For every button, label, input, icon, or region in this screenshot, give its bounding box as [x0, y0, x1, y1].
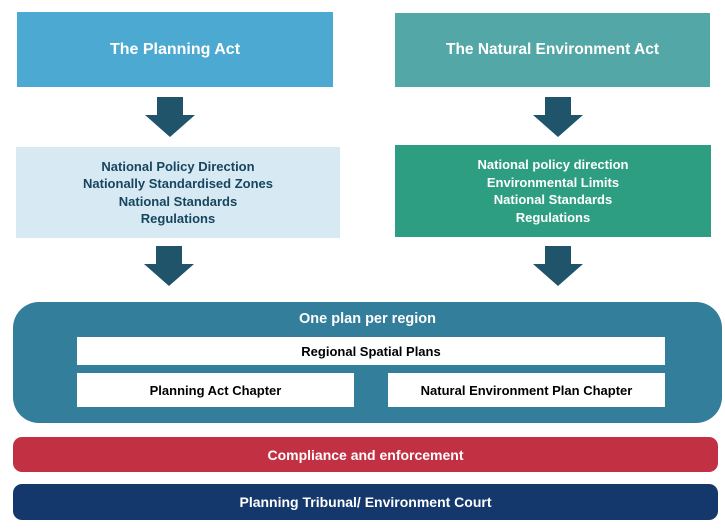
arrow-head — [533, 115, 583, 137]
compliance-and-enforcement-bar: Compliance and enforcement — [13, 437, 718, 472]
instrument-line: Regulations — [140, 211, 216, 226]
instrument-line: Regulations — [515, 209, 591, 225]
natural-environment-plan-chapter-label: Natural Environment Plan Chapter — [420, 382, 633, 398]
down-arrow-icon — [144, 246, 194, 286]
instrument-line: National Policy Direction — [101, 158, 255, 174]
natural-environment-act-label: The Natural Environment Act — [445, 41, 659, 58]
regional-spatial-plans-label: Regional Spatial Plans — [301, 343, 441, 359]
instrument-line: National Standards — [493, 192, 613, 207]
instrument-line: National policy direction — [477, 157, 629, 172]
planning-act-label: The Planning Act — [109, 40, 241, 58]
regional-spatial-plans-box: Regional Spatial Plans — [77, 337, 665, 365]
one-plan-title: One plan per region — [299, 311, 436, 327]
arrow-head — [533, 264, 583, 286]
instrument-line: Nationally Standardised Zones — [83, 176, 273, 191]
planning-act-box: The Planning Act — [17, 12, 333, 87]
planning-instruments-box: National Policy Direction Nationally Sta… — [16, 147, 340, 238]
down-arrow-icon — [533, 97, 583, 137]
instrument-line: National Standards — [118, 193, 238, 209]
down-arrow-icon — [533, 246, 583, 286]
compliance-label: Compliance and enforcement — [267, 446, 464, 463]
natural-environment-plan-chapter-box: Natural Environment Plan Chapter — [388, 373, 665, 407]
natural-instruments-box: National policy direction Environmental … — [395, 145, 711, 237]
down-arrow-icon — [145, 97, 195, 137]
planning-act-chapter-label: Planning Act Chapter — [149, 382, 282, 398]
arrow-stem — [156, 246, 182, 264]
arrow-stem — [545, 246, 571, 264]
tribunal-label: Planning Tribunal/ Environment Court — [239, 494, 492, 510]
one-plan-per-region-container: One plan per region Regional Spatial Pla… — [13, 302, 722, 423]
arrow-stem — [545, 97, 571, 115]
arrow-head — [145, 115, 195, 137]
natural-environment-act-box: The Natural Environment Act — [395, 13, 710, 87]
planning-act-chapter-box: Planning Act Chapter — [77, 373, 354, 407]
instrument-line: Environmental Limits — [486, 174, 620, 190]
planning-tribunal-environment-court-bar: Planning Tribunal/ Environment Court — [13, 484, 718, 520]
arrow-head — [144, 264, 194, 286]
arrow-stem — [157, 97, 183, 115]
